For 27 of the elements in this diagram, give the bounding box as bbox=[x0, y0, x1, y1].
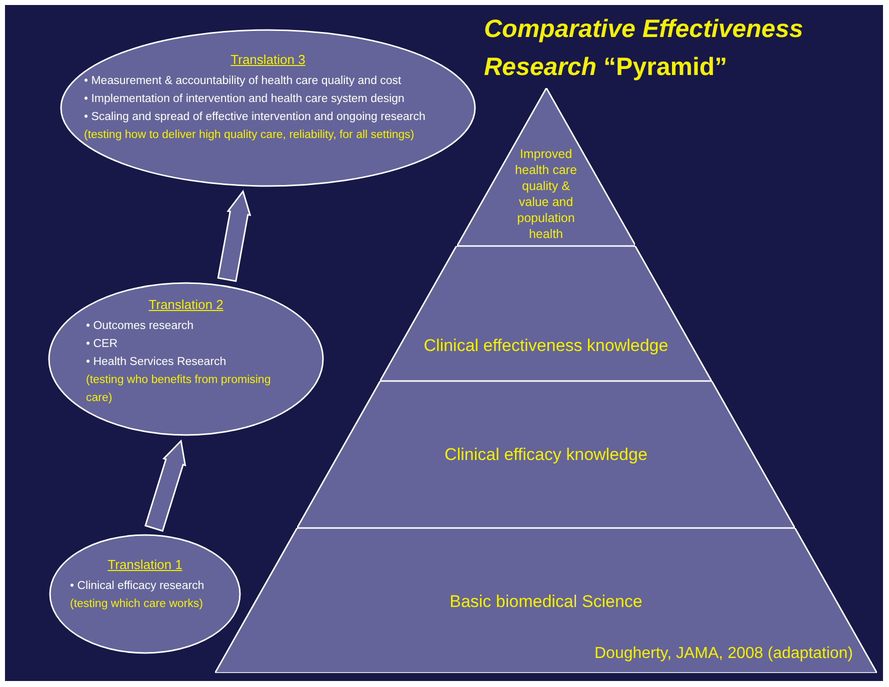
heading: Translation 3 bbox=[230, 52, 306, 67]
note-text: (testing who benefits from promising care) bbox=[86, 373, 272, 406]
bullet-text: • Clinical efficacy research bbox=[70, 579, 206, 594]
citation-text: Dougherty, JAMA, 2008 (adaptation) bbox=[594, 645, 853, 663]
bullet-text: • Outcomes research bbox=[86, 319, 195, 334]
heading: Translation 2 bbox=[148, 297, 224, 312]
bullet-text: • Scaling and spread of effective intervention and ongoing research bbox=[84, 110, 426, 125]
pyramid-tier bbox=[215, 528, 877, 673]
bullet-text: • Health Services Research bbox=[86, 355, 228, 370]
tier-label: Clinical efficacy knowledge bbox=[444, 445, 648, 465]
title: Comparative Effectiveness Research “Pyramid” bbox=[484, 14, 804, 83]
pyramid-tier bbox=[297, 381, 795, 528]
bullet-text: • Measurement & accountability of health care quality and cost bbox=[84, 74, 402, 89]
oval-node bbox=[49, 534, 241, 654]
pyramid-tier bbox=[456, 88, 636, 246]
oval-node bbox=[48, 282, 324, 436]
tier-label: Improved health care quality & value and population health bbox=[514, 146, 578, 242]
note-text: (testing how to deliver high quality care, reliability, for all settings) bbox=[84, 128, 416, 143]
pyramid-tier bbox=[380, 246, 712, 381]
bullet-text: • Implementation of intervention and health care system design bbox=[84, 92, 406, 107]
tier-label: Clinical effectiveness knowledge bbox=[422, 336, 670, 356]
tier-label: Basic biomedical Science bbox=[448, 592, 644, 612]
bullet-text: • CER bbox=[86, 337, 119, 352]
block-arrow bbox=[217, 190, 252, 282]
note-text: (testing which care works) bbox=[70, 597, 204, 612]
heading: Translation 1 bbox=[108, 557, 182, 572]
block-arrow bbox=[144, 439, 186, 532]
